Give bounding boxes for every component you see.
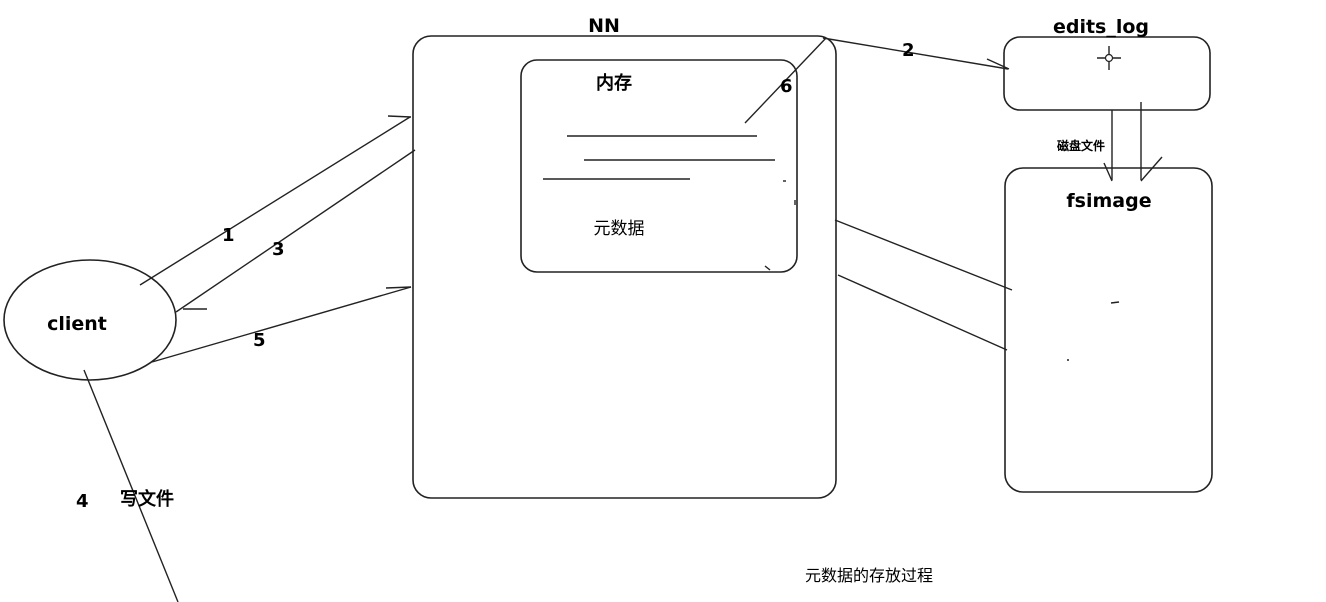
fsimage-dot: [1067, 359, 1069, 361]
crosshair-icon: [1097, 46, 1121, 70]
edge-mark: [764, 265, 771, 271]
step-6-label: 6: [780, 76, 793, 97]
arrowhead: [986, 58, 1010, 70]
namenode-title: NN: [588, 15, 620, 37]
arrow-5: [151, 286, 412, 363]
arrowhead: [1103, 162, 1113, 182]
arrowhead: [385, 286, 412, 289]
arrow-1: [139, 116, 411, 286]
fsimage-label: fsimage: [1066, 190, 1151, 212]
step-5-label: 5: [253, 330, 266, 351]
arrow-3: [175, 149, 416, 313]
nn-to-fsimage-line: [837, 274, 1008, 351]
write-file-label: 写文件: [120, 488, 174, 510]
fsimage-mark: [1110, 301, 1120, 304]
arrow-4: [83, 369, 179, 602]
metadata-label: 元数据: [594, 219, 645, 239]
step-4-label: 4: [76, 491, 89, 512]
diagram-caption: 元数据的存放过程: [805, 566, 933, 585]
memory-box: [520, 59, 798, 273]
client-node: [3, 259, 177, 381]
step-3-label: 3: [272, 239, 285, 260]
nn-to-fsimage-line: [834, 219, 1013, 291]
edits-log-box: [1003, 36, 1211, 111]
arrow-6: [744, 37, 827, 124]
step-2-label: 2: [902, 40, 915, 61]
edits-log-label: edits_log: [1053, 16, 1149, 38]
step-1-label: 1: [222, 225, 235, 246]
disk-file-label: 磁盘文件: [1056, 138, 1105, 153]
arrowhead: [387, 115, 412, 118]
client-label: client: [47, 313, 107, 335]
arrow-2: [822, 37, 1009, 70]
arrowhead: [1140, 156, 1163, 182]
fsimage-box: [1004, 167, 1213, 493]
memory-label: 内存: [596, 72, 632, 94]
